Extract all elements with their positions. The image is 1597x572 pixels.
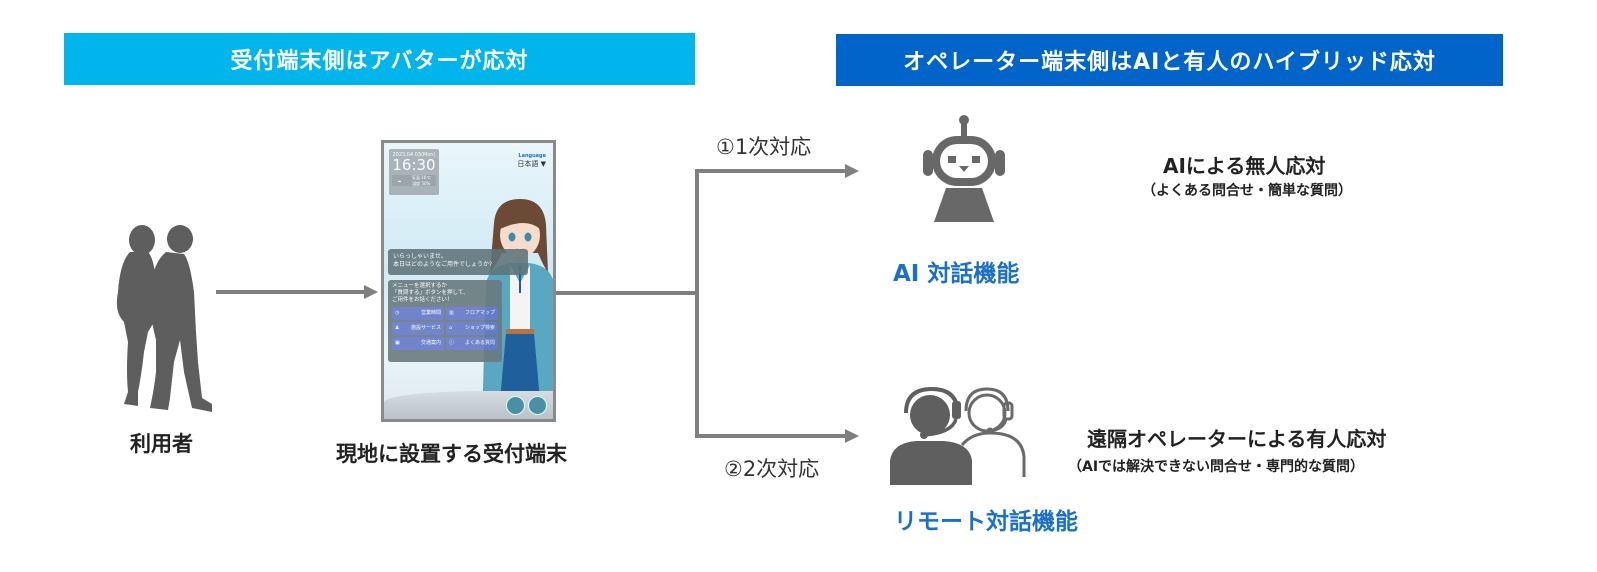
ai-feature-title: AI 対話機能 — [893, 261, 1020, 287]
kiosk-menu-line3: ご用件をお話ください！ — [392, 297, 453, 303]
people-silhouette-icon — [116, 225, 212, 412]
operator-icon[interactable] — [528, 396, 547, 415]
arrow-user-to-kiosk-head — [364, 285, 378, 299]
robot-icon — [923, 115, 1005, 222]
banner-operator-side-text: オペレーター端末側はAIと有人のハイブリッド応対 — [903, 50, 1436, 75]
kiosk-time: 16:30 — [392, 156, 436, 174]
remote-feature-title: リモート対話機能 — [894, 509, 1078, 535]
kiosk-temp: 気温 16℃ — [411, 174, 431, 180]
kiosk-language-label: Language — [518, 153, 546, 159]
connector-branch-ai — [695, 169, 847, 173]
kiosk-menu-line1: メニューを選択するか — [392, 283, 448, 289]
map-icon: ▥ — [449, 310, 454, 316]
kiosk-date: 2023.04.03(Mon) — [392, 152, 436, 158]
kiosk-button-label: よくある質問 — [464, 340, 495, 346]
user-label: 利用者 — [130, 432, 193, 456]
kiosk-weather: ☁ 気温 16℃ 湿度 50% — [392, 175, 436, 186]
connector-horizontal — [556, 291, 699, 295]
microphone-icon[interactable] — [506, 396, 525, 415]
kiosk-humidity: 湿度 50% — [412, 180, 431, 186]
arrowhead-ai — [845, 164, 859, 178]
facility-icon: ♟ — [395, 325, 400, 331]
route-first-label: ①1次対応 — [716, 135, 812, 159]
remote-feature-sub: （AIでは解決できない問合せ・専門的な質問） — [1068, 459, 1365, 475]
kiosk-button-shop[interactable]: ⌂ ショップ検索 — [446, 322, 498, 335]
banner-avatar-side: 受付端末側はアバターが応対 — [64, 33, 695, 85]
kiosk-label: 現地に設置する受付端末 — [336, 442, 567, 466]
banner-avatar-side-text: 受付端末側はアバターが応対 — [230, 49, 529, 74]
banner-operator-side: オペレーター端末側はAIと有人のハイブリッド応対 — [836, 34, 1503, 86]
kiosk-menu-line2: 「質問する」ボタンを押して、 — [392, 290, 469, 296]
ai-feature-sub: （よくある問合せ・簡単な質問） — [1142, 183, 1352, 199]
kiosk-button-label: 施設サービス — [410, 325, 441, 331]
kiosk-clock-widget: 2023.04.03(Mon) 16:30 ☁ 気温 16℃ 湿度 50% — [389, 149, 439, 195]
kiosk-button-floormap[interactable]: ▥ フロアマップ — [446, 307, 498, 320]
kiosk-menu-panel: メニューを選択するか 「質問する」ボタンを押して、 ご用件をお話ください！ ◷ 営… — [388, 280, 502, 362]
shop-icon: ⌂ — [449, 325, 453, 331]
kiosk-screen: 2023.04.03(Mon) 16:30 ☁ 気温 16℃ 湿度 50% La… — [381, 140, 556, 422]
kiosk-button-label: ショップ検索 — [464, 325, 495, 331]
remote-feature-desc: 遠隔オペレーターによる有人応対 — [1087, 427, 1387, 451]
kiosk-greeting-line1: いらっしゃいませ。 — [393, 253, 447, 260]
kiosk-button-label: 営業時間 — [420, 310, 441, 316]
kiosk-button-label: 交通案内 — [420, 340, 441, 346]
kiosk-language-select[interactable]: Language 日本語 ▼ — [517, 153, 546, 169]
arrow-user-to-kiosk-line — [216, 290, 366, 294]
operators-headset-icon — [890, 386, 1026, 485]
cloud-icon: ☁ — [397, 178, 402, 183]
kiosk-greeting-line2: 本日はどのようなご用件でしょうか? — [393, 261, 493, 268]
ai-feature-desc: AIによる無人応対 — [1163, 154, 1326, 178]
route-second-label: ②2次対応 — [724, 457, 820, 481]
arrowhead-remote — [845, 429, 859, 443]
kiosk-button-facility[interactable]: ♟ 施設サービス — [392, 322, 444, 335]
kiosk-button-label: フロアマップ — [464, 310, 495, 316]
connector-vertical — [695, 169, 699, 438]
kiosk-greeting-bubble: いらっしゃいませ。 本日はどのようなご用件でしょうか? — [388, 249, 528, 275]
bus-icon: ▣ — [395, 340, 400, 346]
info-icon: ⓘ — [449, 340, 455, 346]
kiosk-language-value: 日本語 ▼ — [517, 160, 546, 168]
connector-branch-remote — [695, 434, 847, 438]
kiosk-button-hours[interactable]: ◷ 営業時間 — [392, 307, 444, 320]
kiosk-button-faq[interactable]: ⓘ よくある質問 — [446, 337, 498, 350]
kiosk-button-transport[interactable]: ▣ 交通案内 — [392, 337, 444, 350]
clock-icon: ◷ — [395, 310, 400, 316]
